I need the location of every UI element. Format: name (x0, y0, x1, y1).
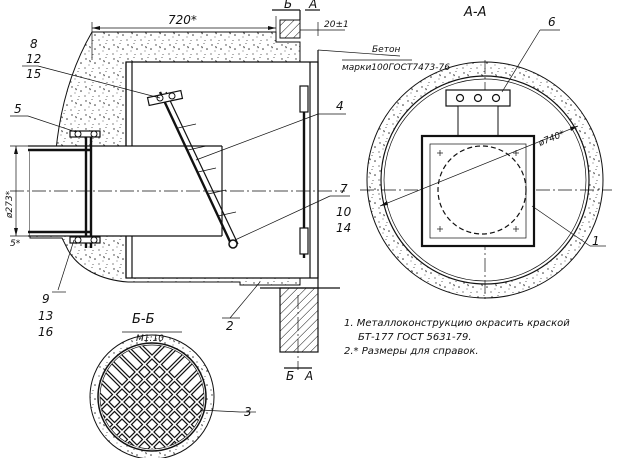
scale: M1:10 (136, 334, 164, 344)
callout-9: 9 (42, 292, 50, 306)
section-b-bottom: Б (286, 369, 294, 383)
callout-15: 15 (26, 67, 41, 81)
callout-14: 14 (336, 221, 351, 235)
dim-offset: 20±1 (324, 20, 349, 30)
dim-length: 720* (168, 13, 197, 27)
view-title-aa: А-А (463, 5, 486, 20)
callout-8: 8 (30, 37, 38, 51)
section-bb (89, 331, 256, 458)
section-aa (360, 29, 612, 300)
callout-5: 5 (14, 102, 22, 116)
callout-6: 6 (548, 15, 556, 29)
section-b-top: Б (284, 0, 292, 11)
callout-13: 13 (38, 309, 53, 323)
note-1a: 1. Металлоконструкцию окрасить краской (344, 318, 570, 329)
callout-2: 2 (226, 319, 234, 333)
callout-10: 10 (336, 205, 352, 219)
callout-1: 1 (592, 234, 600, 248)
material-line-2: марки100ГОСТ7473-76 (342, 63, 450, 73)
dim-small: 5* (10, 239, 21, 249)
callout-16: 16 (38, 325, 54, 339)
note-1b: БТ-177 ГОСТ 5631-79. (358, 332, 472, 343)
callout-12: 12 (26, 52, 41, 66)
callout-3: 3 (244, 405, 252, 419)
callout-7: 7 (340, 182, 348, 196)
dim-diameter: ø273* (5, 190, 15, 219)
section-a-top: А (308, 0, 317, 11)
view-title-bb: Б-Б (132, 312, 155, 327)
side-view (10, 9, 412, 370)
note-2: 2.* Размеры для справок. (344, 346, 479, 357)
support-block (279, 287, 319, 353)
section-a-bottom: А (304, 369, 313, 383)
callout-4: 4 (336, 99, 344, 113)
material-line-1: Бетон (372, 45, 400, 55)
